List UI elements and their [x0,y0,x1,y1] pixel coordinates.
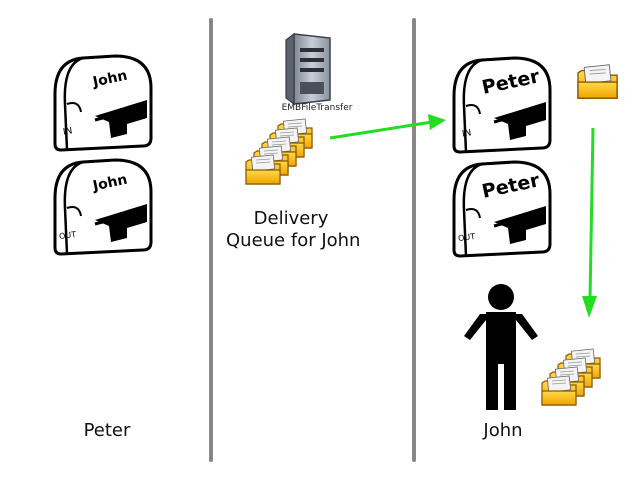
mailbox-slot-label: OUT [59,230,77,241]
delivery-queue-label: Delivery Queue for John [226,208,361,252]
queue-label-line2: Queue for John [226,230,361,251]
transfer-arrow-icon [329,114,446,140]
mailbox-slot-label: IN [461,128,472,139]
mailbox-owner-label: John [91,68,129,91]
peter-column-label: Peter [83,420,131,441]
delivery-arrow-icon [582,127,597,318]
mailbox-slot-label: OUT [458,232,476,243]
person-icon [464,284,538,410]
delivery-queue-folder-stack-icon [246,119,312,184]
queue-label-line1: Delivery [253,208,329,229]
john-in-mailbox-icon: Peter IN [452,56,552,154]
received-folder-stack-icon [541,348,601,406]
peter-out-mailbox-icon: John OUT [53,158,153,256]
server-icon [285,32,331,106]
john-column-label: John [483,420,523,441]
peter-in-mailbox-icon: John IN [53,54,153,152]
john-out-mailbox-icon: Peter OUT [452,160,552,258]
server-label: EMBFileTransfer [281,103,353,113]
incoming-folder-icon [577,64,618,99]
mailbox-slot-label: IN [62,126,73,137]
mailbox-owner-label: John [91,172,129,195]
